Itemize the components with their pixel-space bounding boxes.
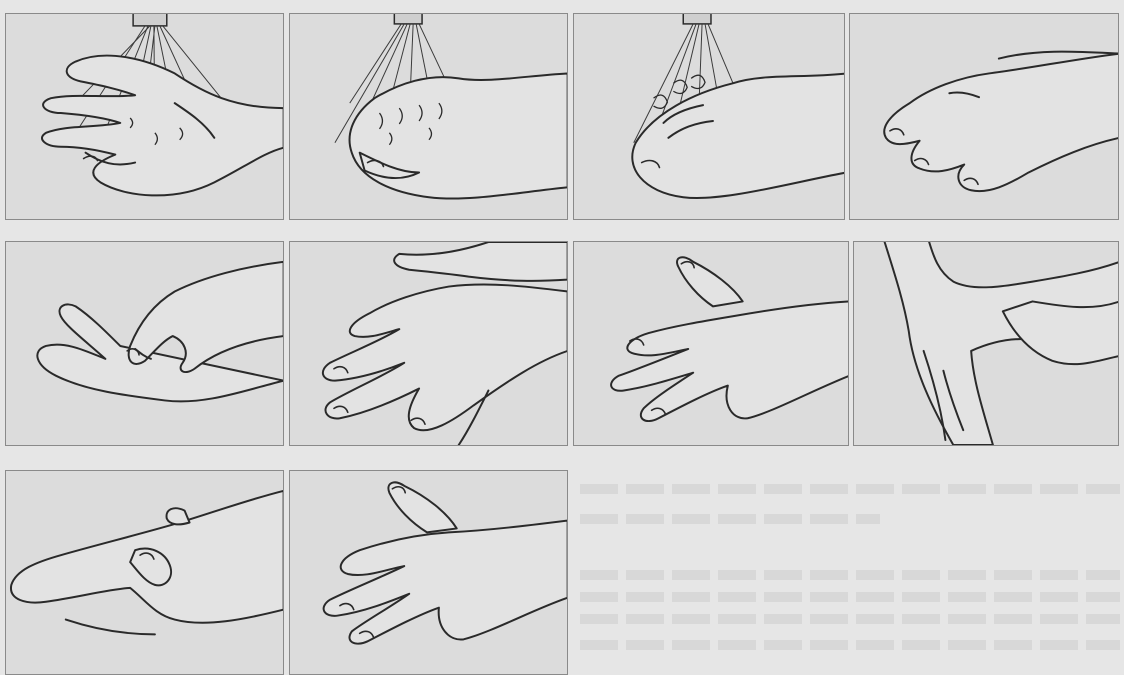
step-panel-1 xyxy=(5,13,284,220)
step-panel-8 xyxy=(853,241,1119,446)
bleed-through-text xyxy=(580,592,1120,602)
step-panel-5 xyxy=(5,241,284,446)
step-panel-4 xyxy=(849,13,1119,220)
thumb-rotation-icon xyxy=(6,471,283,674)
fingers-interlaced-icon xyxy=(574,242,848,445)
bleed-through-text xyxy=(580,614,1120,624)
fingertips-in-palm-icon xyxy=(6,242,283,445)
step-panel-10 xyxy=(289,470,568,675)
wrist-rub-icon xyxy=(854,242,1118,445)
step-panel-7 xyxy=(573,241,849,446)
step-panel-3 xyxy=(573,13,845,220)
rinse-fingers-icon xyxy=(574,14,844,219)
palm-over-back-icon xyxy=(290,471,567,674)
palm-to-palm-icon xyxy=(850,14,1118,219)
bleed-through-text xyxy=(580,640,1120,650)
bleed-through-text xyxy=(580,484,1120,494)
bleed-through-text xyxy=(580,570,1120,580)
cupped-hands-water-icon xyxy=(290,14,567,219)
bleed-through-text xyxy=(580,514,880,524)
step-panel-2 xyxy=(289,13,568,220)
step-panel-9 xyxy=(5,470,284,675)
step-panel-6 xyxy=(289,241,568,446)
hands-under-water-icon xyxy=(6,14,283,219)
back-of-hand-interlaced-icon xyxy=(290,242,567,445)
